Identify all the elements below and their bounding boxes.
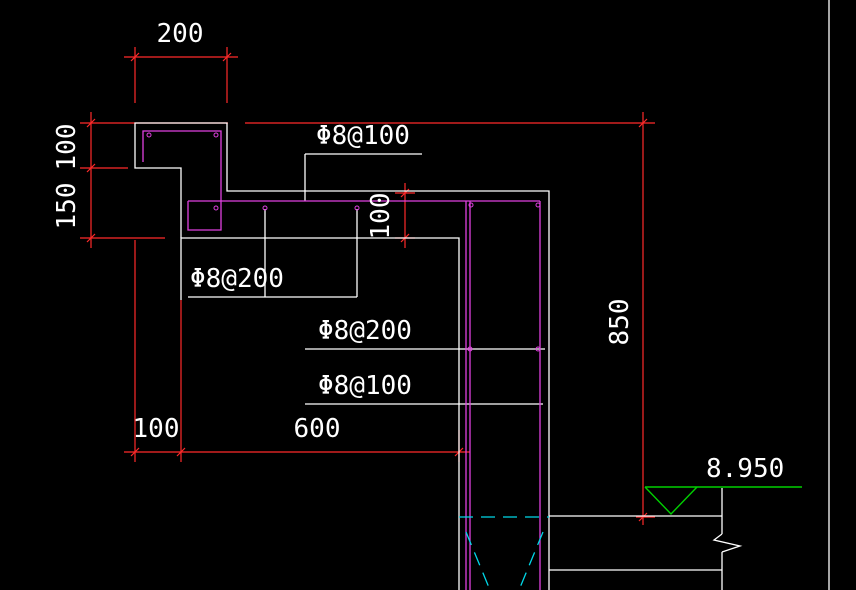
dim-right-height: 850 [605,299,635,346]
dimension-lines [80,47,655,525]
hidden-lines [459,516,549,590]
dim-slab-thickness: 100 [366,193,396,240]
rebar-dots [146,132,541,352]
elevation-value: 8.950 [706,454,784,484]
rebar-label-slab-bottom: Φ8@200 [190,264,284,294]
dim-bottom-main: 600 [294,414,341,444]
rebar-label-wall-lower: Φ8@100 [318,371,412,401]
dim-left-lower: 150 [52,183,82,230]
dim-bottom-left: 100 [133,414,180,444]
rebar-lines [142,130,541,590]
dim-top-width: 200 [157,19,204,49]
concrete-outline [134,0,830,590]
rebar-label-wall-upper: Φ8@200 [318,316,412,346]
dim-left-upper: 100 [52,124,82,171]
elevation-marker [644,486,802,516]
rebar-label-top: Φ8@100 [316,121,410,151]
